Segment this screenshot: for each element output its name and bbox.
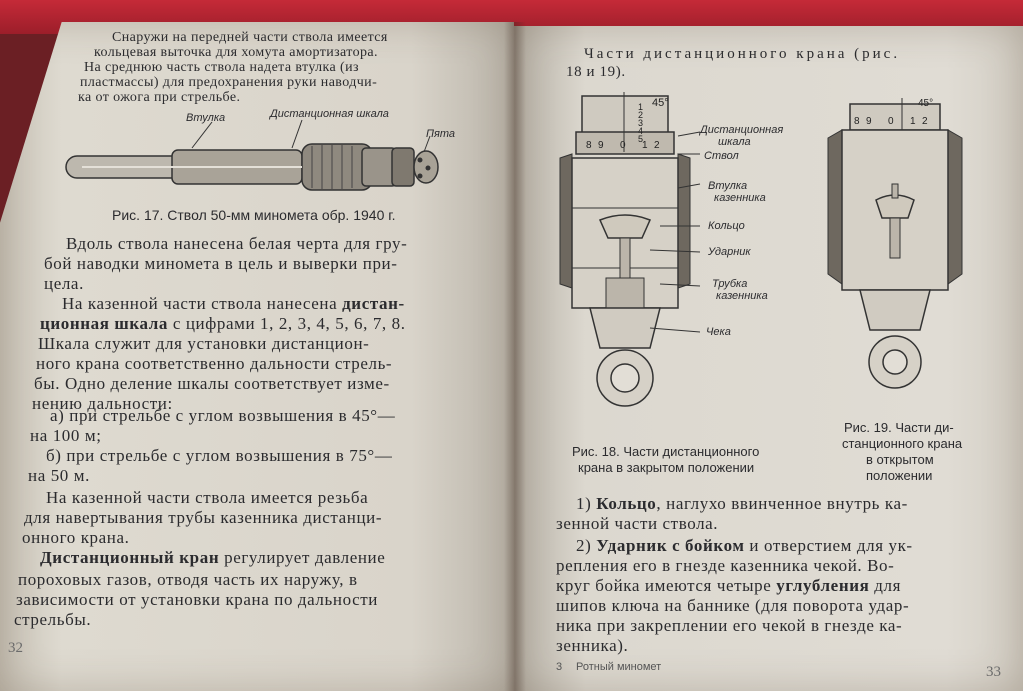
svg-text:45°: 45° [918,98,933,109]
figure-18-caption-2: крана в закрытом положении [578,460,755,475]
page-number-left: 32 [8,640,23,656]
svg-text:8: 8 [854,116,860,127]
label-sleeve: Втулка [186,112,226,124]
section-heading: Части дистанционного крана (рис. [584,46,901,62]
left-page [0,22,514,691]
figure-18-caption-1: Рис. 18. Части дистанционного [572,444,760,459]
text-run: и отверстием для ук- [749,536,913,555]
text-line: на 100 м; [30,426,102,445]
text-line: для навертывания трубы казенника дистанц… [24,508,383,527]
label-breech-sleeve: Втулка [708,180,748,192]
figure-19-caption-3: в открытом [866,452,934,467]
text-run: для [874,576,902,595]
text-line: зенной части ствола. [556,514,719,533]
text-run: круг бойка имеются четыре [556,576,772,595]
text-line: бой наводки миномета в цель и выверки пр… [44,254,398,273]
text-line: ционная шкала с цифрами 1, 2, 3, 4, 5, 6… [40,314,406,334]
label-striker: Ударник [708,246,751,258]
bold-term: ционная шкала [40,314,169,333]
text-line: ка от ожога при стрельбе. [78,90,241,105]
text-line: зенника). [556,636,629,655]
bold-term: Кольцо [596,494,657,513]
figure-19-caption-4: положении [866,468,933,483]
text-line: кольцевая выточка для хомута амортизатор… [94,45,378,60]
text-line: цела. [44,274,84,293]
text-line: Снаружи на передней части ствола имеется [112,30,388,45]
text-line: стрельбы. [14,610,92,629]
list-item: 2) Ударник с бойком и отверстием для ук- [576,536,913,556]
text-run: На казенной части ствола нанесена [62,294,338,313]
text-line: нению дальности: [32,394,173,413]
text-line: пороховых газов, отводя часть их наружу,… [18,570,358,589]
label-pin: Чека [706,326,731,338]
svg-text:1: 1 [642,140,648,151]
figure-19-caption-1: Рис. 19. Части ди- [844,420,954,435]
text-line: Дистанционный кран регулирует давление [40,548,385,568]
footer-title: Ротный миномет [576,661,662,673]
text-line: б) при стрельбе с углом возвышения в 75°… [46,446,393,465]
text-line: на 50 м. [28,466,90,485]
page-number-right: 33 [986,664,1001,680]
label-ring: Кольцо [708,220,745,232]
svg-text:0: 0 [888,116,894,127]
label-breech-tube: Трубка [712,278,748,290]
text-line: На казенной части ствола имеется резьба [46,488,369,507]
svg-text:2: 2 [654,140,660,151]
text-line: Вдоль ствола нанесена белая черта для гр… [66,234,408,253]
label-scale-2: шкала [718,136,751,148]
text-run: , наглухо ввинченное внутрь ка- [656,494,908,513]
figure-19-caption-2: станционного крана [842,436,963,451]
label-scale: Дистанционная [700,124,784,136]
svg-text:1: 1 [638,102,643,112]
svg-text:45°: 45° [652,97,669,109]
item-number: 2) [576,536,592,555]
text-run: с цифрами 1, 2, 3, 4, 5, 6, 7, 8. [168,314,406,333]
text-line: ного крана соответственно дальности стре… [36,354,393,373]
label-breech-tube-2: казенника [716,290,768,302]
closed-crane-drawing: 45° 8 9 0 1 2 1 2 3 4 5 [559,92,701,407]
svg-text:9: 9 [866,116,872,127]
footer-signature: 3 [556,661,563,673]
section-heading-cont: 18 и 19). [566,64,626,80]
text-line: На среднюю часть ствола надета втулка (и… [84,60,359,75]
svg-text:2: 2 [638,110,643,120]
text-line: На казенной части ствола нанесена дистан… [62,294,405,314]
text-line: репления его в гнезде казенника чекой. В… [556,556,895,575]
barrel-drawing [65,119,439,191]
item-number: 1) [576,494,592,513]
text-line: ника при закреплении его чекой в гнезде … [556,616,903,635]
text-line: Шкала служит для установки дистанцион- [38,334,370,353]
svg-text:0: 0 [620,140,626,151]
svg-text:9: 9 [598,140,604,151]
text-line: онного крана. [22,528,130,547]
svg-text:2: 2 [922,116,928,127]
svg-text:5: 5 [638,134,643,144]
text-line: зависимости от установки крана по дально… [16,590,378,609]
text-run: регулирует давление [224,548,386,567]
bold-term: дистан- [342,294,405,313]
label-breech-sleeve-2: казенника [714,192,766,204]
text-line: шипов ключа на баннике (для поворота уда… [556,596,910,615]
text-line: а) при стрельбе с углом возвышения в 45°… [50,406,396,425]
text-line: круг бойка имеются четыре углубления для [556,576,901,596]
bold-term: Ударник с бойком [596,536,745,555]
label-heel: Пята [426,128,456,140]
label-barrel: Ствол [704,150,739,162]
open-crane-drawing: 45° 8 9 0 1 2 [827,98,963,389]
figure-17-caption: Рис. 17. Ствол 50-мм миномета обр. 1940 … [112,207,396,223]
book-gutter [504,22,526,691]
bold-term: Дистанционный кран [40,548,220,567]
list-item: 1) Кольцо, наглухо ввинченное внутрь ка- [576,494,908,514]
svg-text:3: 3 [638,118,643,128]
bold-term: углубления [776,576,870,595]
svg-text:4: 4 [638,126,643,136]
label-distance-scale: Дистанционная шкала [270,108,389,120]
text-line: пластмассы) для предохранения руки навод… [80,75,378,90]
text-line: бы. Одно деление шкалы соответствует изм… [34,374,390,393]
svg-text:1: 1 [910,116,916,127]
svg-text:8: 8 [586,140,592,151]
